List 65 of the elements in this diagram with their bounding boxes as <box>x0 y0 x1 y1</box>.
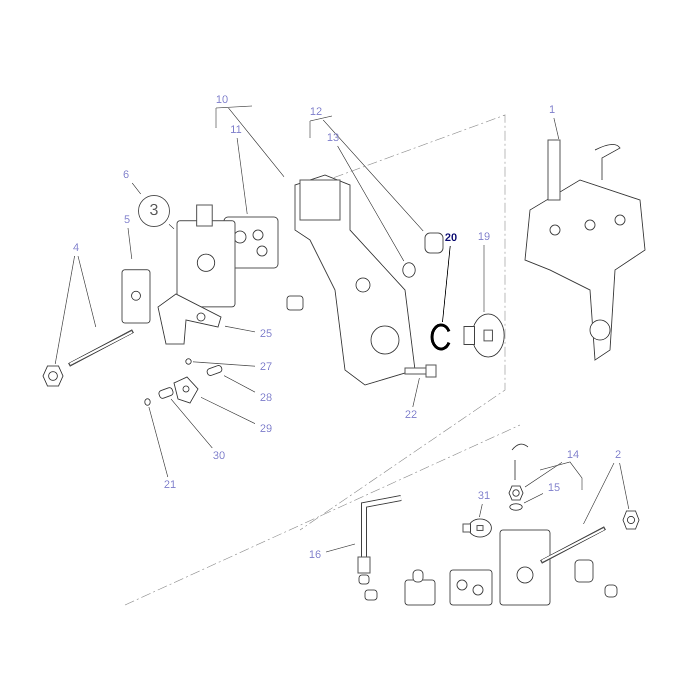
hex-nut <box>622 510 640 530</box>
leader-line <box>132 182 142 194</box>
callout-number: 4 <box>66 241 86 255</box>
circled-number: 3 <box>138 195 170 227</box>
leader-line <box>619 462 630 510</box>
ball <box>185 358 192 365</box>
hex-nut <box>42 365 64 387</box>
callout-number: 11 <box>226 123 246 137</box>
callout-number: 14 <box>563 448 583 462</box>
leader-line <box>442 246 451 322</box>
snap-ring <box>430 323 452 351</box>
screw <box>405 365 437 377</box>
callout-number: 13 <box>323 131 343 145</box>
callout-number: 6 <box>116 168 136 182</box>
leader-line <box>554 118 560 140</box>
ball <box>144 398 151 406</box>
pin <box>158 388 174 398</box>
callout-number: 5 <box>117 213 137 227</box>
callout-number: 30 <box>209 449 229 463</box>
leader-line <box>524 462 562 488</box>
callout-number: 19 <box>474 230 494 244</box>
leader-line <box>236 138 248 214</box>
leader-line <box>128 228 132 260</box>
valve-section-drawing <box>175 205 237 310</box>
lever-bracket <box>156 292 224 347</box>
tie-rod <box>66 328 136 368</box>
leader-line <box>583 462 614 524</box>
tie-rod <box>538 525 608 565</box>
callout-number: 31 <box>474 489 494 503</box>
o-ring <box>509 503 523 511</box>
leader-line <box>170 398 213 448</box>
plug <box>462 518 492 538</box>
callout-number: 21 <box>160 478 180 492</box>
fitting <box>508 485 524 501</box>
leader-line <box>412 378 420 408</box>
leader-line <box>524 493 544 504</box>
cap-bolt <box>424 232 444 254</box>
callout-number: 20 <box>441 231 461 245</box>
callout-number: 12 <box>306 105 326 119</box>
leader-line <box>326 544 356 552</box>
callout-number: 29 <box>256 422 276 436</box>
leader-line <box>192 361 256 367</box>
callout-number: 16 <box>305 548 325 562</box>
plug <box>463 313 505 358</box>
leader-line <box>78 256 96 328</box>
callout-number: 15 <box>544 481 564 495</box>
callout-number: 27 <box>256 360 276 374</box>
leader-line <box>168 224 174 230</box>
washer <box>402 262 416 278</box>
callout-number: 2 <box>608 448 628 462</box>
leader-line <box>200 396 256 424</box>
leader-line <box>337 146 404 262</box>
callout-number: 10 <box>212 93 232 107</box>
leader-line <box>322 120 424 232</box>
leader-line <box>479 504 483 518</box>
callout-number: 1 <box>542 103 562 117</box>
leader-line <box>148 406 168 478</box>
callout-number: 28 <box>256 391 276 405</box>
leader-line <box>224 326 256 332</box>
callout-number: 25 <box>256 327 276 341</box>
pin <box>206 366 223 375</box>
leader-line <box>54 256 75 364</box>
leader-line <box>224 375 256 392</box>
leader-line <box>228 108 284 178</box>
callout-number: 22 <box>401 408 421 422</box>
